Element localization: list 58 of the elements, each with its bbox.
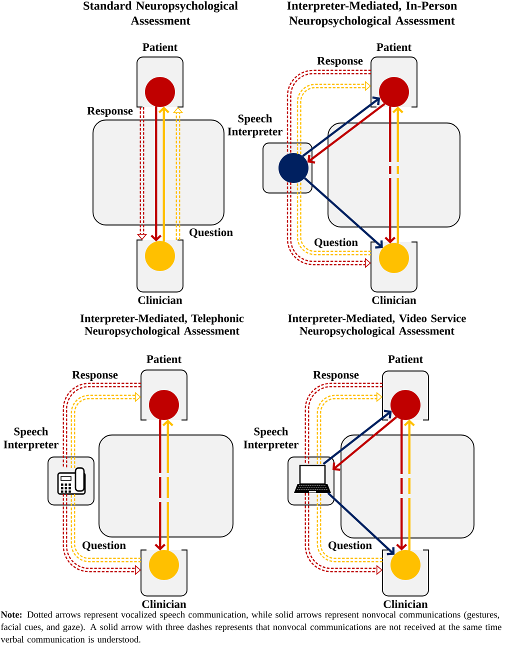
arrow bbox=[154, 419, 166, 550]
circle-marker bbox=[149, 390, 179, 420]
arrow bbox=[162, 419, 174, 550]
role-label: Clinician bbox=[142, 600, 186, 608]
role-label: Patient bbox=[376, 42, 412, 52]
panel-title: Interpreter-Mediated, Telephonic Neuropsychological Assessment bbox=[80, 314, 244, 338]
role-label: Clinician bbox=[138, 296, 182, 304]
panel-title: Interpreter-Mediated, Video Service Neuropsychological Assessment bbox=[288, 314, 466, 338]
edge-label: Response bbox=[72, 371, 118, 381]
circle-marker bbox=[145, 241, 175, 271]
arrow bbox=[392, 106, 404, 244]
laptop-icon bbox=[294, 464, 331, 493]
edge-label: Question bbox=[328, 541, 372, 551]
edge-label: Response bbox=[87, 107, 133, 117]
arrow bbox=[384, 106, 396, 244]
role-label: Clinician bbox=[384, 600, 428, 608]
arrow bbox=[316, 492, 384, 562]
arrow bbox=[296, 80, 371, 155]
role-label: Speech Interpreter bbox=[244, 427, 298, 451]
circle-marker bbox=[390, 550, 420, 580]
circle-marker bbox=[149, 550, 179, 580]
arrow bbox=[158, 106, 170, 242]
arrow bbox=[302, 96, 380, 158]
circle-marker bbox=[390, 390, 420, 420]
panel-title: Standard Neuropsychological Assessment bbox=[84, 1, 238, 25]
role-label: Patient bbox=[142, 42, 178, 52]
arrow bbox=[396, 419, 408, 550]
arrow bbox=[150, 106, 162, 242]
role-label: Patient bbox=[146, 354, 182, 364]
arrow bbox=[286, 70, 372, 154]
arrow bbox=[404, 419, 415, 550]
role-label: Patient bbox=[388, 354, 423, 364]
arrow bbox=[316, 392, 382, 465]
role-label: Clinician bbox=[372, 296, 416, 304]
arrow bbox=[62, 382, 142, 469]
telephone-icon bbox=[57, 467, 86, 495]
arrow bbox=[70, 493, 142, 562]
arrow bbox=[322, 410, 392, 465]
edge-label: Question bbox=[82, 541, 126, 551]
role-label: Speech Interpreter bbox=[228, 114, 282, 138]
circle-marker bbox=[379, 77, 409, 107]
arrow bbox=[327, 492, 395, 556]
edge-label: Response bbox=[317, 57, 363, 67]
panel-title: Interpreter-Mediated, In-Person Neuropsychological Assessment bbox=[287, 1, 458, 28]
arrow bbox=[307, 102, 386, 164]
arrow bbox=[296, 181, 372, 256]
edge-label: Question bbox=[190, 228, 233, 238]
circle-marker bbox=[278, 153, 308, 183]
arrow bbox=[304, 177, 383, 249]
role-label: Speech Interpreter bbox=[4, 427, 58, 451]
note-text: Note: Dotted arrows represent vocalized speech communication, while solid arrows represent nonvocal communications (gestures, facial cues, and gaze). A solid arrow with three dashes represents that nonvocal communications are not received at the same time verbal communication is understood. bbox=[0, 611, 502, 643]
arrow bbox=[70, 392, 141, 469]
edge-label: Question bbox=[314, 238, 358, 248]
circle-marker bbox=[145, 77, 175, 107]
circle-marker bbox=[379, 243, 409, 273]
edge-label: Response bbox=[313, 371, 359, 381]
arrow bbox=[332, 416, 398, 471]
arrow bbox=[304, 382, 384, 465]
